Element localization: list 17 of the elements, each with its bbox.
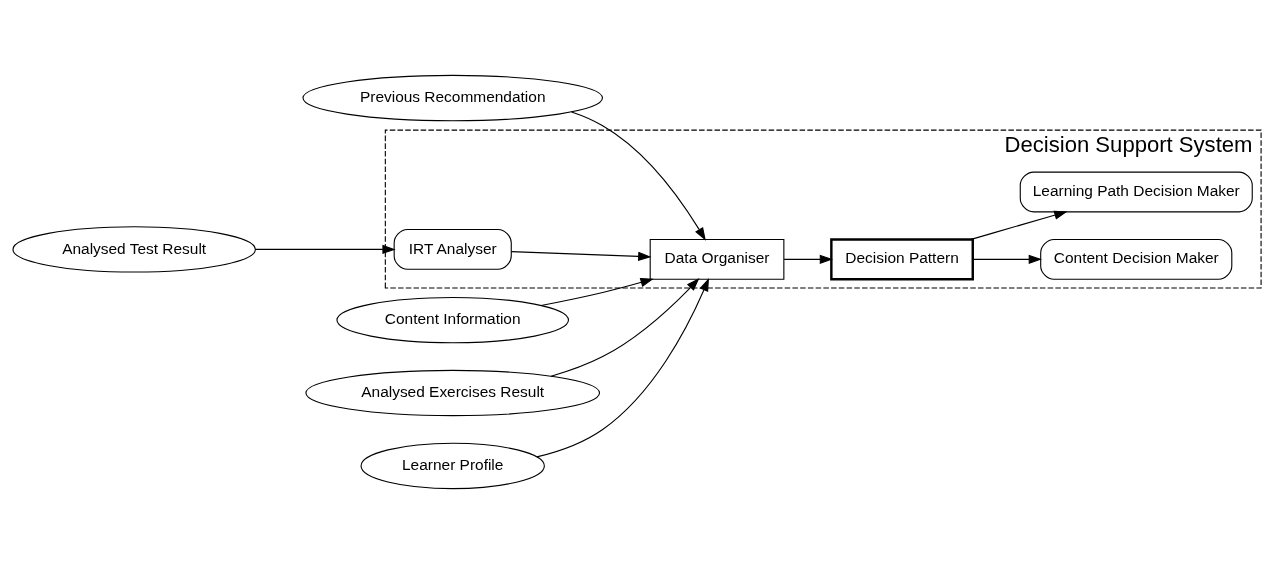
arrow: [510, 250, 652, 261]
node-box: Learning Path Decision Maker: [1019, 171, 1253, 212]
arrow: [783, 254, 833, 264]
node-ellipse: Content Information: [336, 296, 570, 343]
node-box: Data Organiser: [649, 238, 785, 280]
arrow: [550, 277, 700, 377]
arrow: [970, 210, 1068, 240]
node-box: Decision Pattern: [830, 237, 974, 280]
arrow: [972, 254, 1042, 264]
arrow: [536, 277, 709, 457]
node-box: Content Decision Maker: [1040, 238, 1233, 280]
node-ellipse: Previous Recommendation: [302, 74, 603, 121]
arrow: [254, 244, 396, 254]
node-ellipse: Analysed Test Result: [12, 225, 256, 273]
node-box: IRT Analyser: [393, 228, 512, 270]
node-ellipse: Analysed Exercises Result: [305, 369, 601, 416]
node-ellipse: Learner Profile: [360, 442, 545, 489]
